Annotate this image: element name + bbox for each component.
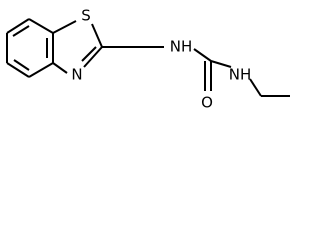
bond-benzene-1 <box>28 18 54 34</box>
bond-benzene-double-1 <box>12 25 30 37</box>
thiazole-nitrogen-label: N <box>71 66 82 84</box>
bond-thiazole-c2-n-double <box>81 46 97 62</box>
benzothiazolyl-ethyl-urea-structure: S N NH O NH <box>6 7 290 112</box>
structure-canvas: S N NH O NH <box>0 0 298 122</box>
sulfur-atom-label: S <box>81 7 91 25</box>
bond-benzene-double-2 <box>13 59 30 71</box>
bond-thiazole-s-c2 <box>91 23 103 48</box>
bond-nh-ch2 <box>249 78 262 97</box>
bond-carbonyl-nh <box>210 60 232 68</box>
terminal-nh-label: NH <box>229 66 252 84</box>
carbonyl-oxygen-label: O <box>201 94 213 112</box>
bond-thiazole-c-s <box>52 20 77 34</box>
bond-benzene-4 <box>6 62 30 78</box>
bond-nh-carbonyl <box>193 48 212 62</box>
bond-benzene-5 <box>28 62 54 78</box>
bond-thiazole-c2-n <box>83 46 103 68</box>
amine-nh-label: NH <box>170 38 193 56</box>
bond-thiazole-n-c <box>52 62 68 74</box>
bond-benzene-2 <box>6 18 30 34</box>
